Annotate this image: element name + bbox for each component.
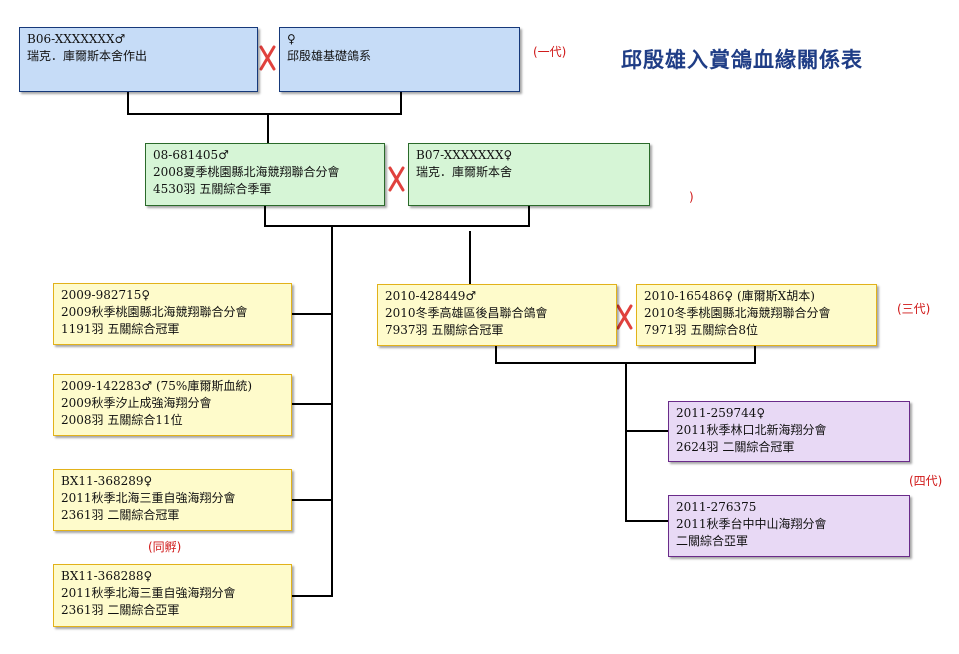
pairing-cross-gen3 xyxy=(616,304,633,330)
pigeon-race: 2009秋季桃園縣北海競翔聯合分會 xyxy=(61,305,248,319)
pigeon-ring-id: 2011-276375 xyxy=(676,500,757,514)
pigeon-result: 7937羽 五關綜合冠軍 xyxy=(385,323,504,337)
pigeon-result: 2008羽 五關綜合11位 xyxy=(61,413,183,427)
pigeon-result: 1191羽 五關綜合冠軍 xyxy=(61,322,180,336)
pigeon-race: 2011秋季北海三重自強海翔分會 xyxy=(61,491,236,505)
pigeon-result: 4530羽 五關綜合季軍 xyxy=(153,182,272,196)
gen3-left-box-3: BX11-368289♀ 2011秋季北海三重自強海翔分會 2361羽 二關綜合… xyxy=(53,469,292,531)
pairing-cross-gen1 xyxy=(259,45,276,71)
pigeon-ring-id: 2009-982715♀ xyxy=(61,288,151,302)
pigeon-ring-id: BX11-368289♀ xyxy=(61,474,153,488)
gen3-pair-dam-box: 2010-165486♀ (庫爾斯X胡本) 2010冬季桃園縣北海競翔聯合分會 … xyxy=(636,284,877,346)
gen4-box-2: 2011-276375 2011秋季台中中山海翔分會 二關綜合亞軍 xyxy=(668,495,910,557)
gen3-left-box-2: 2009-142283♂ (75%庫爾斯血統) 2009秋季汐止成強海翔分會 2… xyxy=(53,374,292,436)
pigeon-origin: 瑞克．庫爾斯本舍作出 xyxy=(27,49,148,63)
page-title: 邱殷雄入賞鴿血緣關係表 xyxy=(621,48,863,72)
pigeon-race: 2009秋季汐止成強海翔分會 xyxy=(61,396,212,410)
pigeon-ring-id: 2009-142283♂ (75%庫爾斯血統) xyxy=(61,379,253,393)
gen1-sire-box: B06-XXXXXXX♂ 瑞克．庫爾斯本舍作出 xyxy=(19,27,258,92)
pigeon-result: 7971羽 五關綜合8位 xyxy=(644,323,758,337)
pigeon-origin: 邱殷雄基礎鴿系 xyxy=(287,49,372,63)
gen3-left-box-1: 2009-982715♀ 2009秋季桃園縣北海競翔聯合分會 1191羽 五關綜… xyxy=(53,283,292,345)
pigeon-ring-id: 08-681405♂ xyxy=(153,148,229,162)
pigeon-result: 二關綜合亞軍 xyxy=(676,534,749,548)
pigeon-race: 2011秋季台中中山海翔分會 xyxy=(676,517,827,531)
gen2-dam-box: B07-XXXXXXX♀ 瑞克．庫爾斯本舍 xyxy=(408,143,650,206)
pigeon-race: 2011秋季北海三重自強海翔分會 xyxy=(61,586,236,600)
pigeon-ring-id: BX11-368288♀ xyxy=(61,569,153,583)
gen3-pair-sire-box: 2010-428449♂ 2010冬季高雄區後昌聯合鴿會 7937羽 五關綜合冠… xyxy=(377,284,617,346)
gen3-left-box-4: BX11-368288♀ 2011秋季北海三重自強海翔分會 2361羽 二關綜合… xyxy=(53,564,292,627)
pigeon-race: 2011秋季林口北新海翔分會 xyxy=(676,423,827,437)
sibling-note: (同孵) xyxy=(148,540,182,554)
pigeon-ring-id: 2010-428449♂ xyxy=(385,289,477,303)
pigeon-result: 2624羽 二關綜合冠軍 xyxy=(676,440,795,454)
generation-1-label: (一代) xyxy=(533,45,567,59)
pigeon-ring-id: B06-XXXXXXX♂ xyxy=(27,32,126,46)
pigeon-result: 2361羽 二關綜合亞軍 xyxy=(61,603,180,617)
pairing-cross-gen2 xyxy=(388,166,405,192)
gen1-dam-box: ♀ 邱殷雄基礎鴿系 xyxy=(279,27,520,92)
pigeon-ring-id: ♀ xyxy=(287,32,296,46)
generation-2-label: ) xyxy=(689,190,694,204)
pigeon-origin: 瑞克．庫爾斯本舍 xyxy=(416,165,513,179)
gen2-sire-box: 08-681405♂ 2008夏季桃園縣北海競翔聯合分會 4530羽 五關綜合季… xyxy=(145,143,385,206)
pigeon-ring-id: 2011-259744♀ xyxy=(676,406,766,420)
pigeon-race: 2010冬季高雄區後昌聯合鴿會 xyxy=(385,306,548,320)
pigeon-race: 2008夏季桃園縣北海競翔聯合分會 xyxy=(153,165,340,179)
generation-4-label: (四代) xyxy=(909,474,943,488)
pigeon-race: 2010冬季桃園縣北海競翔聯合分會 xyxy=(644,306,831,320)
generation-3-label: (三代) xyxy=(897,302,931,316)
pigeon-result: 2361羽 二關綜合冠軍 xyxy=(61,508,180,522)
pigeon-ring-id: B07-XXXXXXX♀ xyxy=(416,148,513,162)
pigeon-ring-id: 2010-165486♀ (庫爾斯X胡本) xyxy=(644,289,815,303)
gen4-box-1: 2011-259744♀ 2011秋季林口北新海翔分會 2624羽 二關綜合冠軍 xyxy=(668,401,910,462)
